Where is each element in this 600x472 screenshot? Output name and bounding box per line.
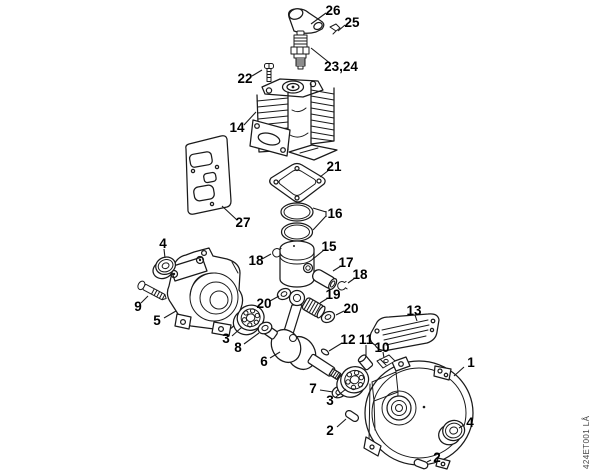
callout-12: 12 [340, 332, 355, 347]
callout-6: 6 [260, 354, 268, 369]
seal-right-drawing [438, 419, 466, 446]
callout-25: 25 [344, 15, 360, 30]
callout-4-right: 4 [466, 415, 474, 430]
callout-11: 11 [359, 332, 374, 347]
callout-21: 21 [326, 159, 342, 174]
callout-3-left: 3 [222, 331, 230, 346]
callout-14: 14 [229, 120, 245, 135]
leader-lines [140, 12, 465, 463]
circlip-right-drawing [337, 280, 348, 291]
callout-2-bottom: 2 [433, 450, 441, 465]
wrist-pin-drawing [311, 269, 338, 291]
woodruff-key-drawing [320, 348, 330, 356]
callout-16: 16 [327, 206, 343, 221]
callout-20-left: 20 [256, 296, 271, 311]
callout-9: 9 [134, 299, 142, 314]
crankshaft-drawing [244, 289, 344, 381]
piston-drawing [279, 240, 315, 288]
baffle-drawing [369, 313, 440, 352]
callout-18-left: 18 [248, 253, 264, 268]
callout-5: 5 [153, 313, 161, 328]
boot-clip-drawing [329, 23, 341, 35]
callout-4-left: 4 [159, 236, 167, 251]
callout-labels: 26 25 23,24 22 14 21 27 16 15 18 17 18 2… [134, 3, 475, 465]
callout-10: 10 [374, 340, 389, 355]
piston-rings-drawing [280, 202, 314, 242]
callout-20-right: 20 [343, 301, 358, 316]
seal-left-drawing [152, 256, 177, 280]
washer-20-right-drawing [320, 310, 336, 324]
callout-18-right: 18 [352, 267, 368, 282]
clip-10-drawing [376, 354, 396, 369]
washer-8-drawing [257, 321, 273, 335]
dowel-pin-bottom-drawing [413, 458, 429, 470]
drawing-number: 424ET001 LÅ [582, 415, 591, 469]
screw-22-drawing [264, 63, 274, 82]
callout-2-left: 2 [326, 423, 334, 438]
callout-26: 26 [325, 3, 341, 18]
crankcase-clutch-side-drawing [166, 247, 244, 337]
circlip-left-drawing [272, 247, 283, 258]
callout-7: 7 [309, 381, 317, 396]
gasket-27-drawing [185, 135, 232, 215]
callout-22: 22 [237, 71, 252, 86]
callout-23-24: 23,24 [324, 59, 358, 74]
callout-1: 1 [467, 355, 475, 370]
spark-plug-drawing [290, 30, 310, 70]
callout-15: 15 [321, 239, 337, 254]
cylinder-drawing [249, 78, 338, 161]
gasket-21-drawing [269, 162, 326, 203]
callout-3-right: 3 [326, 393, 334, 408]
dowel-pin-left-drawing [344, 409, 360, 423]
callout-19: 19 [325, 287, 340, 302]
screw-9-drawing [137, 280, 167, 301]
spark-plug-boot-drawing [288, 8, 325, 34]
callout-27: 27 [235, 215, 250, 230]
callout-17: 17 [338, 255, 353, 270]
callout-8: 8 [234, 340, 242, 355]
callout-13: 13 [406, 303, 422, 318]
needle-bearing-drawing [301, 297, 326, 319]
